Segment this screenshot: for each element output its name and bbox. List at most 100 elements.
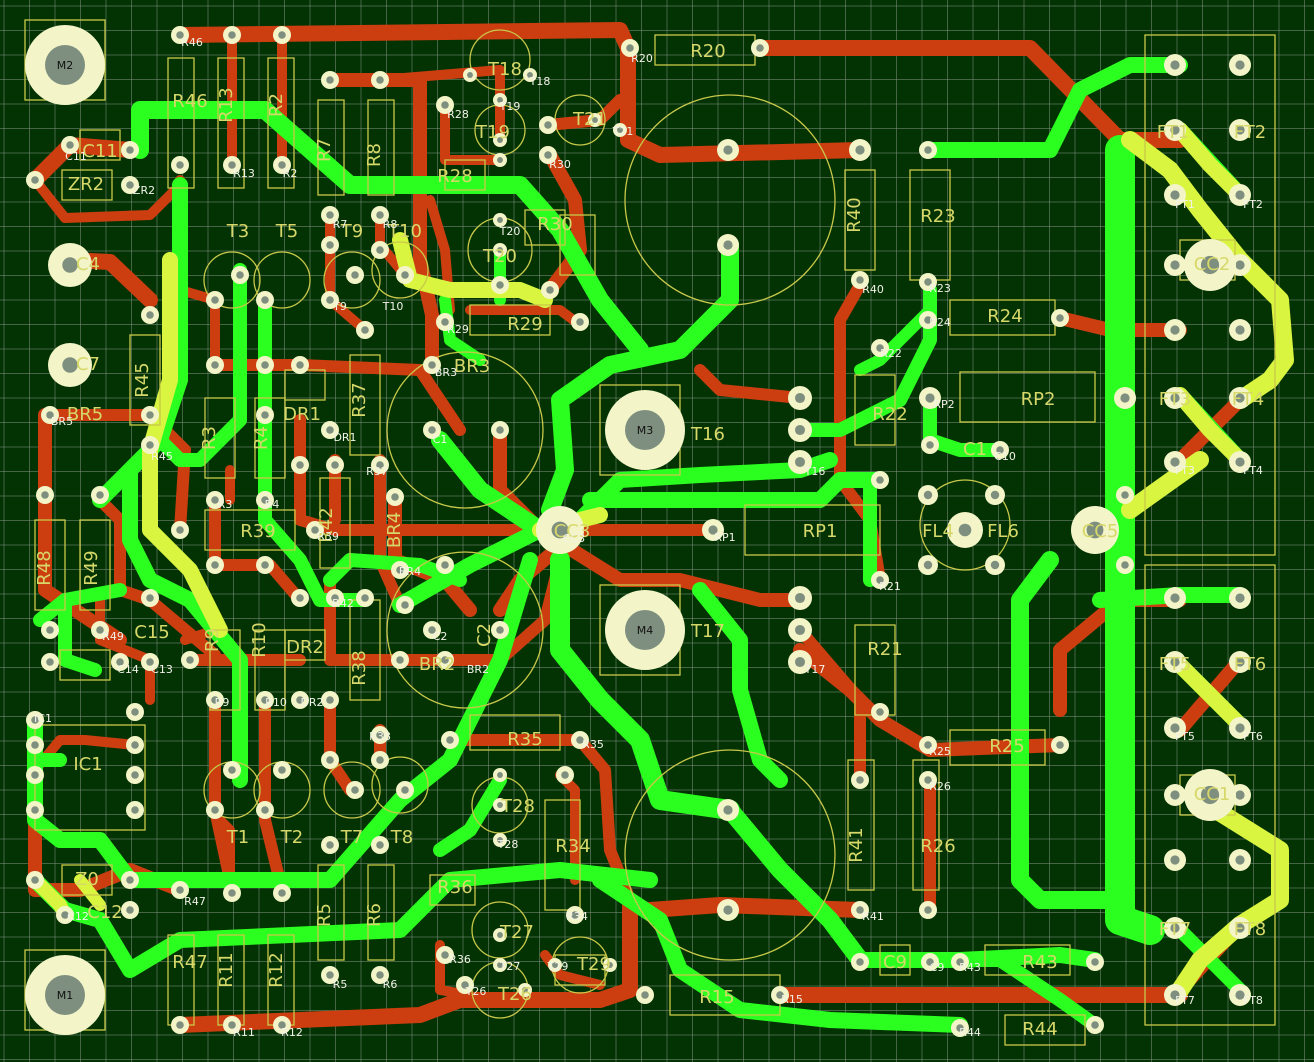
bottom-trace bbox=[30, 175, 185, 223]
label-t19: T19 bbox=[475, 122, 510, 143]
mount-hole-m4-label: M4 bbox=[637, 624, 654, 637]
pad-hole bbox=[126, 906, 134, 914]
pad-hole bbox=[497, 157, 503, 163]
label-r35: R35 bbox=[507, 729, 542, 750]
pad-hole bbox=[228, 31, 236, 39]
label-dr2: DR2 bbox=[286, 637, 324, 658]
pad-hole bbox=[326, 756, 334, 764]
overlap-trace bbox=[142, 252, 228, 638]
component-outline-round bbox=[323, 251, 381, 309]
pad-label-r40: R40 bbox=[862, 283, 884, 296]
pad-hole bbox=[261, 361, 269, 369]
label-ft1: FT1 bbox=[1157, 122, 1189, 143]
pad-hole bbox=[126, 876, 134, 884]
label-r36: R36 bbox=[437, 877, 472, 898]
label-r22: R22 bbox=[872, 404, 907, 425]
label-r34: R34 bbox=[555, 836, 590, 857]
pad-hole bbox=[527, 72, 533, 78]
pad-hole bbox=[376, 211, 384, 219]
component-outline-round bbox=[253, 251, 311, 309]
large-pad-hole bbox=[551, 521, 569, 539]
pad-hole bbox=[1235, 190, 1245, 200]
label-r23: R23 bbox=[920, 206, 955, 227]
component-outline bbox=[984, 944, 1071, 976]
pad-hole bbox=[326, 241, 334, 249]
label-r44: R44 bbox=[1022, 1019, 1057, 1040]
pad-hole bbox=[497, 247, 503, 253]
pad-hole bbox=[126, 146, 134, 154]
label-t21: T21 bbox=[572, 109, 607, 130]
pad-hole bbox=[331, 461, 339, 469]
label-c2: C2 bbox=[474, 623, 495, 647]
pad-hole bbox=[46, 626, 54, 634]
component-outline bbox=[879, 944, 911, 976]
component-outline bbox=[744, 504, 881, 556]
pad-hole bbox=[376, 731, 384, 739]
pad-hole bbox=[1235, 723, 1245, 733]
pad-hole bbox=[1170, 923, 1180, 933]
pad-hole bbox=[278, 161, 286, 169]
label-r29: R29 bbox=[507, 314, 542, 335]
pad-hole bbox=[924, 146, 932, 154]
label-br2: BR2 bbox=[419, 654, 455, 675]
label-t27: T27 bbox=[499, 922, 534, 943]
pads bbox=[26, 26, 1251, 1037]
pad-hole bbox=[497, 932, 503, 938]
label-ft2: FT2 bbox=[1234, 122, 1266, 143]
component-outline bbox=[254, 629, 286, 711]
pad-hole bbox=[1235, 593, 1245, 603]
label-c7: C7 bbox=[76, 354, 100, 375]
pad-hole bbox=[794, 456, 806, 468]
label-r47: R47 bbox=[172, 952, 207, 973]
pad-label-r24: R24 bbox=[929, 316, 951, 329]
label-r37: R37 bbox=[349, 382, 370, 417]
label-r42: R42 bbox=[316, 507, 337, 542]
top-trace bbox=[550, 550, 740, 820]
component-outline bbox=[217, 57, 245, 189]
label-t1: T1 bbox=[226, 827, 249, 848]
top-trace bbox=[153, 263, 247, 467]
pad-hole bbox=[428, 426, 436, 434]
pad-hole bbox=[361, 326, 369, 334]
label-r48: R48 bbox=[34, 550, 55, 585]
pad-hole bbox=[723, 145, 733, 155]
pad-hole bbox=[924, 278, 932, 286]
pad-hole bbox=[131, 806, 139, 814]
pad-hole bbox=[146, 311, 154, 319]
pad-hole bbox=[376, 841, 384, 849]
pad-hole bbox=[211, 361, 219, 369]
pad-label-r36: R36 bbox=[449, 953, 471, 966]
component-outline bbox=[949, 729, 1046, 766]
label-r7: R7 bbox=[314, 138, 335, 162]
label-ft5: FT5 bbox=[1159, 654, 1191, 675]
label-r25: R25 bbox=[989, 736, 1024, 757]
top-trace bbox=[854, 304, 936, 376]
pad-label-zr2: ZR2 bbox=[133, 184, 155, 197]
label-cc1: CC1 bbox=[1194, 784, 1231, 805]
top-trace bbox=[131, 101, 649, 359]
large-pad-hole bbox=[958, 523, 972, 537]
pad-hole bbox=[856, 958, 864, 966]
pad-hole bbox=[1235, 855, 1245, 865]
pad-hole bbox=[794, 624, 806, 636]
pad-hole bbox=[576, 318, 584, 326]
label-cc2: CC2 bbox=[1194, 254, 1231, 275]
pad-label-r15: R15 bbox=[781, 993, 803, 1006]
pad-hole bbox=[146, 411, 154, 419]
component-outline-round bbox=[386, 551, 544, 709]
label-r10: R10 bbox=[249, 622, 270, 657]
pad-label-r23: R23 bbox=[929, 282, 951, 295]
pad-hole bbox=[990, 560, 1000, 570]
pad-hole bbox=[131, 708, 139, 716]
large-pad-hole bbox=[62, 357, 78, 373]
pad-hole bbox=[607, 962, 613, 968]
label-t2: T2 bbox=[280, 827, 303, 848]
pad-label-t16: T16 bbox=[804, 465, 826, 478]
pad-hole bbox=[956, 958, 964, 966]
pad-hole bbox=[176, 526, 184, 534]
pad-hole bbox=[923, 490, 933, 500]
component-outline bbox=[61, 169, 113, 201]
label-r43: R43 bbox=[1022, 952, 1057, 973]
pad-hole bbox=[1170, 325, 1180, 335]
component-outline-round bbox=[624, 749, 836, 961]
